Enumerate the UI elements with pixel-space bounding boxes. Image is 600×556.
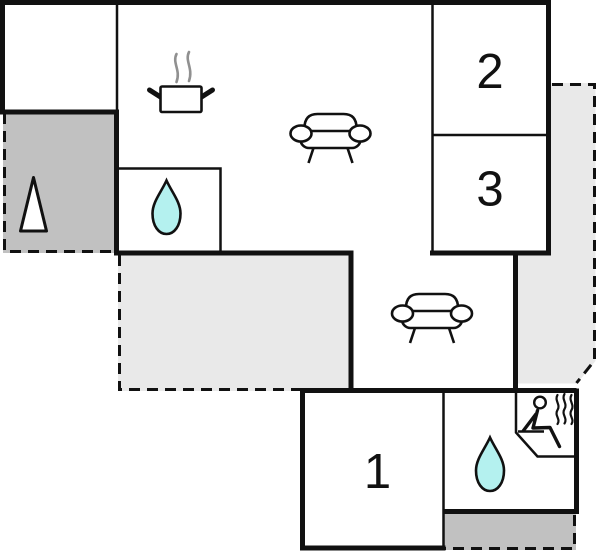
pot-steam-right	[186, 50, 192, 83]
tree-marker-icon	[19, 176, 48, 233]
room-2-label: 2	[476, 45, 503, 99]
terrace-right-dashed-edge	[552, 83, 596, 384]
terrace-right	[517, 83, 596, 384]
sauna-person-body	[521, 408, 562, 449]
pot-steam-left	[173, 52, 180, 84]
sauna-steam-icon	[555, 392, 574, 426]
terrace-bottom-strip	[443, 512, 576, 550]
room-1-label: 1	[364, 445, 391, 499]
pot-handles	[147, 87, 215, 100]
terrace-left-dashed-edge	[3, 113, 117, 253]
terrace-lower-left-dashed-edge	[118, 255, 302, 391]
cooking-pot-icon	[147, 50, 215, 114]
terrace-lower-left	[118, 253, 352, 391]
exterior-walls	[0, 0, 579, 551]
room-3-label: 3	[476, 163, 503, 217]
sauna-person-head	[533, 395, 548, 410]
pot-body	[159, 85, 203, 114]
interior-walls	[115, 3, 575, 548]
sauna-person-icon	[518, 395, 562, 449]
